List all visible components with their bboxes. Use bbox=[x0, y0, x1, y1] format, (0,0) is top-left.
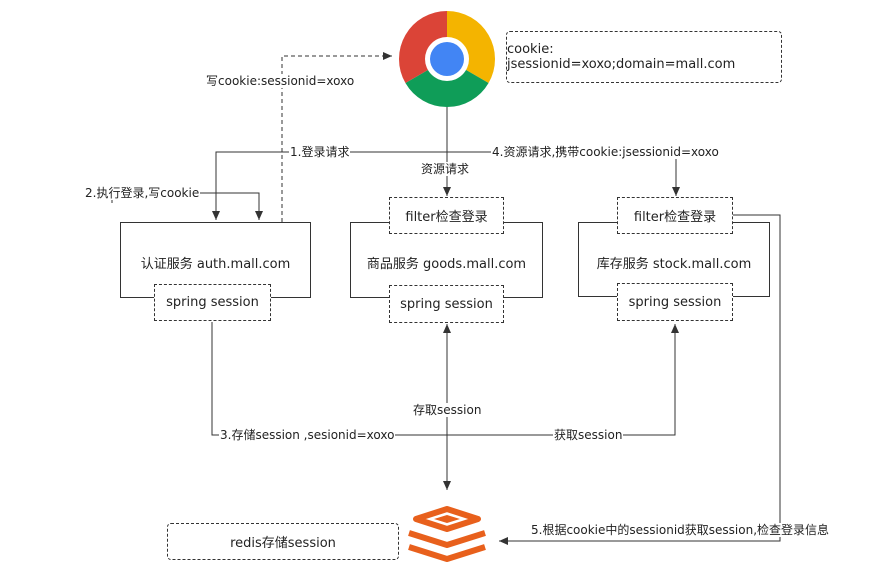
redis-icon bbox=[404, 505, 490, 563]
auth-spring-session: spring session bbox=[154, 284, 271, 321]
access-session-label: 存取session bbox=[412, 403, 483, 417]
cookie-note: cookie: jsessionid=xoxo;domain=mall.com bbox=[506, 31, 782, 83]
goods-spring-session: spring session bbox=[389, 285, 504, 323]
get-session-line bbox=[447, 324, 679, 436]
auth-service-title: 认证服务 auth.mall.com bbox=[140, 257, 291, 272]
redis-note: redis存储session bbox=[167, 523, 399, 560]
redis-note-text: redis存储session bbox=[230, 536, 336, 551]
fetch-session-line bbox=[499, 214, 781, 545]
stock-service-title: 库存服务 stock.mall.com bbox=[596, 257, 752, 272]
goods-filter: filter检查登录 bbox=[389, 197, 504, 234]
goods-service-title: 商品服务 goods.mall.com bbox=[366, 257, 527, 272]
resource-request-cookie-label: 4.资源请求,携带cookie:jsessionid=xoxo bbox=[491, 145, 720, 159]
resource-request-label: 资源请求 bbox=[420, 162, 471, 176]
goods-filter-label: filter检查登录 bbox=[405, 210, 488, 225]
write-cookie-label: 写cookie:sessionid=xoxo bbox=[205, 74, 356, 88]
write-cookie-line bbox=[281, 52, 392, 222]
cookie-note-text: cookie: jsessionid=xoxo;domain=mall.com bbox=[507, 42, 736, 72]
stock-spring-session-label: spring session bbox=[628, 294, 722, 310]
stock-spring-session: spring session bbox=[617, 283, 733, 321]
auth-spring-session-label: spring session bbox=[166, 295, 259, 310]
login-request-label: 1.登录请求 bbox=[289, 145, 351, 159]
stock-filter: filter检查登录 bbox=[617, 197, 733, 234]
fetch-session-label: 5.根据cookie中的sessionid获取session,检查登录信息 bbox=[530, 523, 831, 537]
execute-login-label: 2.执行登录,写cookie bbox=[84, 186, 201, 200]
store-session-line bbox=[211, 322, 447, 436]
chrome-icon bbox=[397, 9, 497, 109]
get-session-label: 获取session bbox=[553, 428, 624, 442]
stock-filter-label: filter检查登录 bbox=[633, 210, 717, 225]
goods-spring-session-label: spring session bbox=[400, 296, 493, 312]
login-request-line bbox=[212, 151, 447, 220]
store-session-label: 3.存储session ,sesionid=xoxo bbox=[219, 428, 396, 442]
